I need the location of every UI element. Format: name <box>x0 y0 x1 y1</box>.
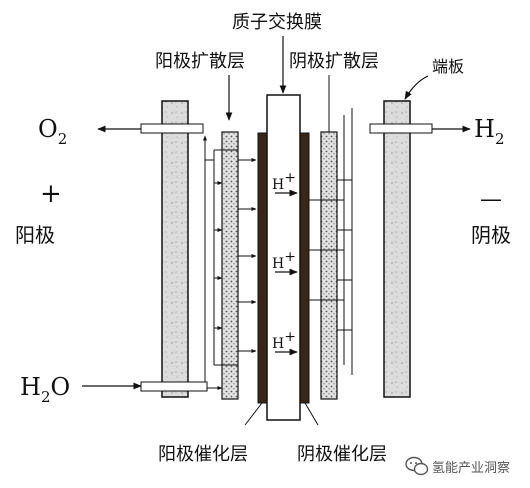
h2-label: H2 <box>474 115 504 148</box>
plus-sign: + <box>40 179 62 209</box>
proton-arrows <box>275 189 298 356</box>
pem-label: 质子交换膜 <box>232 12 322 33</box>
h2o-inlet-pipe <box>140 381 208 392</box>
anode-end-plate <box>161 100 189 398</box>
minus-sign: — <box>480 187 502 212</box>
anode-catalyst-callout-line <box>244 402 263 426</box>
cathode-end-plate <box>383 100 411 398</box>
end-plate-label: 端板 <box>432 57 464 76</box>
cathode-catalyst-callout-line <box>304 402 319 426</box>
proton-exchange-membrane <box>266 94 301 421</box>
o2-outlet-pipe <box>140 123 204 134</box>
anode-diffusion-layer <box>221 131 239 400</box>
end-plate-callout-arrow <box>404 75 429 100</box>
anode-diffusion-label: 阳极扩散层 <box>155 51 245 72</box>
watermark: 氢能产业洞察 <box>405 456 510 476</box>
anode-channels <box>203 135 257 390</box>
h2-outlet-pipe <box>369 123 433 134</box>
cathode-catalyst-layer <box>299 132 310 404</box>
cathode-diffusion-layer <box>320 131 338 400</box>
wechat-icon <box>405 456 429 476</box>
watermark-text: 氢能产业洞察 <box>432 461 510 476</box>
cathode-channels <box>309 92 353 375</box>
proton-label-3: H+ <box>272 329 296 352</box>
anode-label: 阳极 <box>15 223 55 247</box>
anode-catalyst-label: 阳极催化层 <box>158 444 248 465</box>
cathode-diffusion-label: 阴极扩散层 <box>289 51 379 72</box>
cathode-catalyst-label: 阴极催化层 <box>297 444 387 465</box>
anode-catalyst-layer <box>257 132 268 404</box>
cathode-label: 阴极 <box>471 223 511 247</box>
o2-label: O2 <box>38 115 67 148</box>
proton-label-2: H+ <box>272 249 296 272</box>
proton-label-1: H+ <box>272 170 296 193</box>
h2o-label: H2O <box>20 373 70 406</box>
